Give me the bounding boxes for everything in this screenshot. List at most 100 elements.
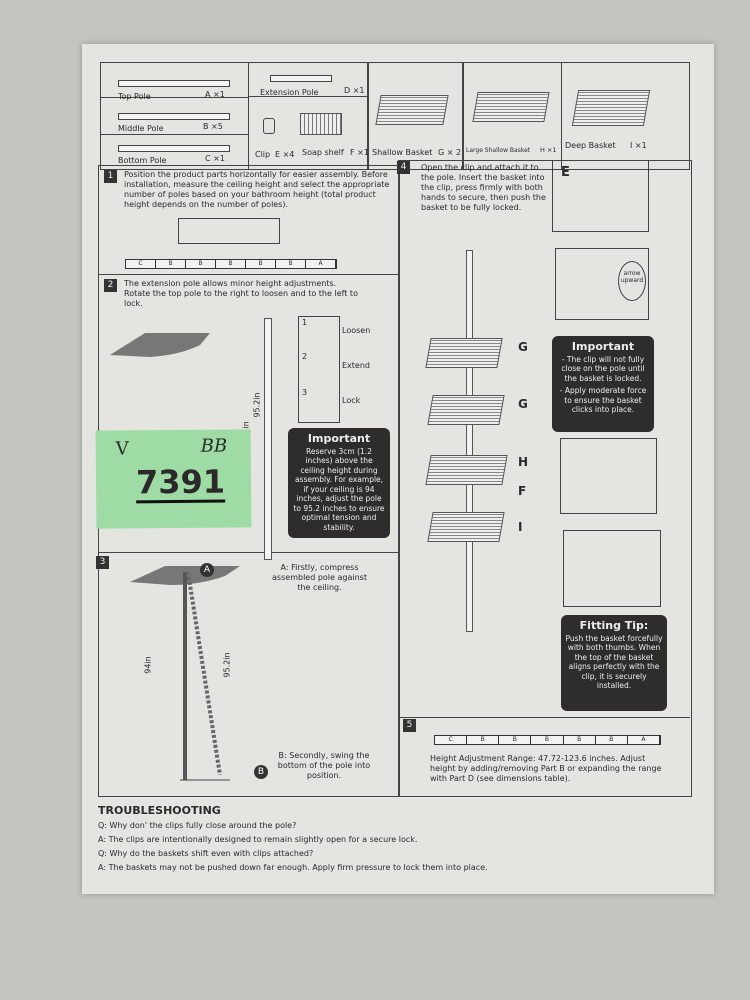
pole-joint-callout [178,218,280,244]
troubleshooting-title: TROUBLESHOOTING [98,804,221,817]
soap-shelf-image [300,113,342,135]
part-qty: H ×1 [540,146,557,154]
substep-label: Loosen [342,326,371,335]
part-qty: I ×1 [630,141,647,150]
step-2-text: The extension pole allows minor height a… [124,279,358,308]
divider [98,274,398,275]
marker-b: B [254,765,268,779]
pole-segment: B [596,736,628,744]
parts-col [367,62,464,170]
step-1-text: Position the product parts horizontally … [124,170,390,209]
initials: BB [200,435,228,457]
marker-a: A [200,563,214,577]
clip-label: E [561,165,570,180]
extension-pole-image [270,75,332,82]
thumb-push-diagram [563,530,661,607]
dimension-label: 95.2in [252,392,262,418]
parts-col [462,62,562,170]
parts-col [248,62,369,170]
part-name: Top Pole [118,92,151,101]
pole-segment: B [186,260,216,268]
substep-label: Extend [342,361,370,370]
part-qty: C ×1 [205,154,225,163]
basket-g [427,395,505,425]
part-qty: D ×1 [344,86,365,95]
faq-line: A: The clips are intentionally designed … [98,835,418,844]
basket-i [427,512,505,542]
clip-image [263,118,275,134]
faq-line: Q: Why do the baskets shift even with cl… [98,849,314,858]
step-number: 2 [104,279,117,292]
divider [248,96,367,97]
step-number: 1 [104,170,117,183]
part-name: Clip [255,150,271,159]
dimension-label: 94in [143,656,153,674]
deep-basket-image [571,90,651,126]
step-5-text: Height Adjustment Range: 47.72-123.6 inc… [430,754,662,783]
step-number: 4 [397,161,410,174]
clip-attach-diagram: arrow upward [555,248,649,320]
divider [398,717,690,718]
top-pole-image [118,80,230,87]
important-note: Important - The clip will not fully clos… [552,336,654,432]
part-name: Shallow Basket [372,148,433,157]
clip-diagram: E [552,160,649,232]
step-number: 3 [96,556,109,569]
pole-segment: B [216,260,246,268]
part-name: Deep Basket [565,141,616,150]
substep-number: 3 [302,388,308,397]
part-label: I [518,520,523,534]
assembled-pole [466,250,473,632]
part-label: G [518,340,528,354]
part-qty: E ×4 [275,150,295,159]
sticky-number: 7391 [135,462,226,504]
faq-line: A: The baskets may not be pushed down fa… [98,863,488,872]
part-qty: G × 2 [438,148,462,157]
dimension-label: in [241,421,251,429]
sticky-note: V BB 7391 [95,429,252,529]
ceiling-icon [110,333,210,357]
part-qty: A ×1 [205,90,225,99]
part-qty: B ×5 [203,122,223,131]
right-column [398,160,692,797]
pole-segment: C [126,260,156,268]
step-4-text: Open the clip and attach it to the pole.… [421,163,546,212]
divider [100,97,248,98]
part-qty: F ×1 [350,148,369,157]
adjust-steps-diagram [298,316,340,423]
pole-segment: B [246,260,276,268]
dimension-label: 95.2in [222,652,232,678]
substep-number: 1 [302,318,308,327]
shallow-basket-image [375,95,449,125]
bottom-pole-image [118,145,230,152]
pole-segment: C [435,736,468,744]
fitting-tip: Fitting Tip: Push the basket forcefully … [561,615,667,711]
pole-segment: B [564,736,596,744]
check-mark: V [115,438,129,460]
pole-segment: B [276,260,306,268]
part-name: Large Shallow Basket [466,147,531,154]
divider [98,552,398,553]
step-number: 5 [403,719,416,732]
middle-pole-image [118,113,230,120]
important-title: Important [307,432,371,445]
part-name: Soap shelf [302,148,344,157]
pole-segment: B [499,736,532,744]
part-label: F [518,484,527,498]
part-name: Bottom Pole [118,156,167,165]
pole-segment: B [467,736,500,744]
substep-number: 2 [302,352,308,361]
part-name: Extension Pole [260,88,319,97]
pole-image [264,318,272,560]
pole-segment: B [156,260,186,268]
part-label: H [518,455,529,469]
pole-segment: B [531,736,564,744]
pole-segment: A [306,260,336,268]
important-text: - Apply moderate force to ensure the bas… [559,386,647,414]
tip-text: Push the basket forcefully with both thu… [565,633,663,691]
large-shallow-basket-image [472,92,550,122]
basket-h [425,455,508,485]
step-3b-text: B: Secondly, swing the bottom of the pol… [277,751,371,780]
basket-lock-diagram [560,438,657,514]
important-note: Important Reserve 3cm (1.2 inches) above… [288,428,390,538]
